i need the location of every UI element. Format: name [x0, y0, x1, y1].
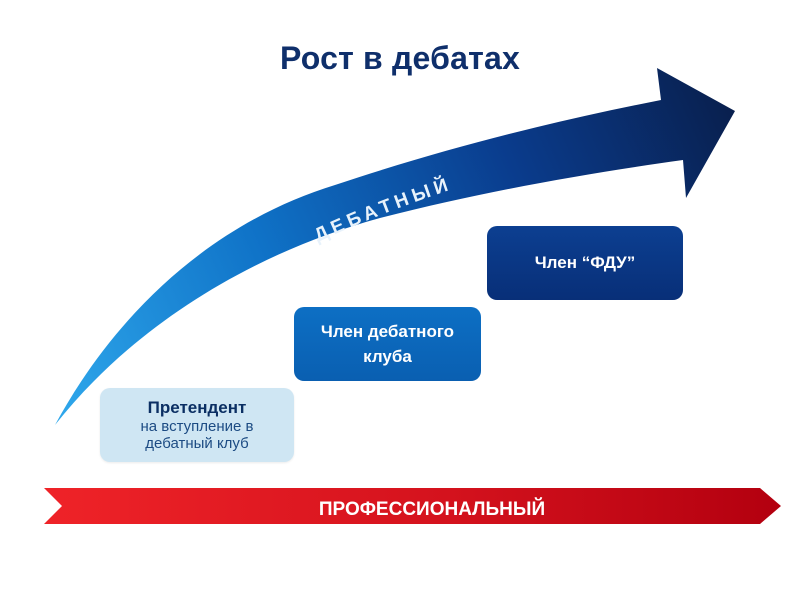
- step-fdu-member: Член “ФДУ”: [487, 226, 683, 300]
- page-title: Рост в дебатах: [280, 40, 520, 76]
- banner-label: ПРОФЕССИОНАЛЬНЫЙ: [319, 498, 545, 520]
- step-candidate-subtitle: на вступление в дебатный клуб: [140, 418, 254, 452]
- step-club-member: Член дебатного клуба: [294, 307, 481, 381]
- step-club-member-title: Член дебатного клуба: [320, 322, 455, 366]
- step-candidate: Претендент на вступление в дебатный клуб: [100, 388, 294, 462]
- growth-arrow: [55, 68, 735, 425]
- banner-arrow: [44, 488, 781, 524]
- step-fdu-member-title: Член “ФДУ”: [534, 253, 636, 272]
- step-candidate-title: Претендент: [147, 398, 247, 417]
